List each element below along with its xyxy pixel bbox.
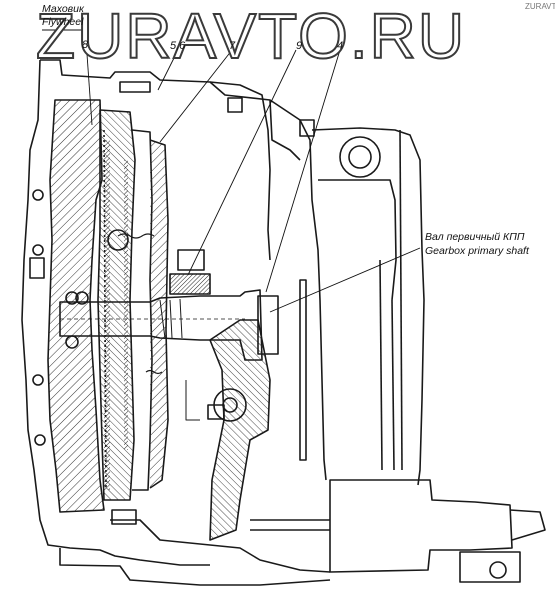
callout-8: 8 <box>82 39 89 51</box>
corner-mark: ZURAVTO <box>525 2 555 11</box>
release-bearing <box>169 273 211 295</box>
shaft-label-en: Gearbox primary shaft <box>425 245 529 257</box>
flywheel-section <box>47 99 105 513</box>
slave-cylinder <box>329 479 513 573</box>
watermark: ZURAVTO.RU <box>35 0 467 72</box>
flywheel-label-ru: Маховик <box>42 3 84 15</box>
callout-4: 4 <box>337 40 344 52</box>
gearbox-body <box>311 127 425 486</box>
pressure-plate <box>97 109 136 501</box>
shaft-label-ru: Вал первичный КПП <box>425 231 525 243</box>
callout-5-6: 5,6 <box>170 40 186 52</box>
housing-outline <box>40 59 301 161</box>
callout-7: 7 <box>229 40 236 52</box>
clutch-cover <box>149 139 169 489</box>
release-fork <box>209 319 271 541</box>
callout-9: 9 <box>296 40 303 52</box>
flywheel-label-en: Flywheel <box>42 16 84 28</box>
